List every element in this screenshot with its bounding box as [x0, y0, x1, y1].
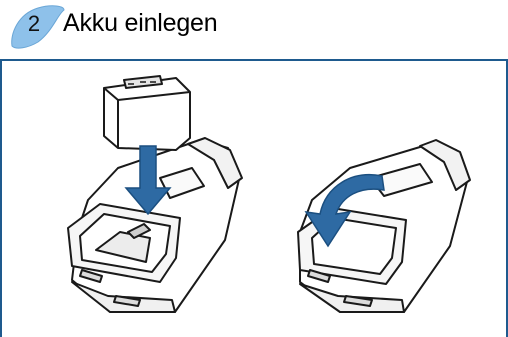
battery-pack — [104, 76, 190, 150]
